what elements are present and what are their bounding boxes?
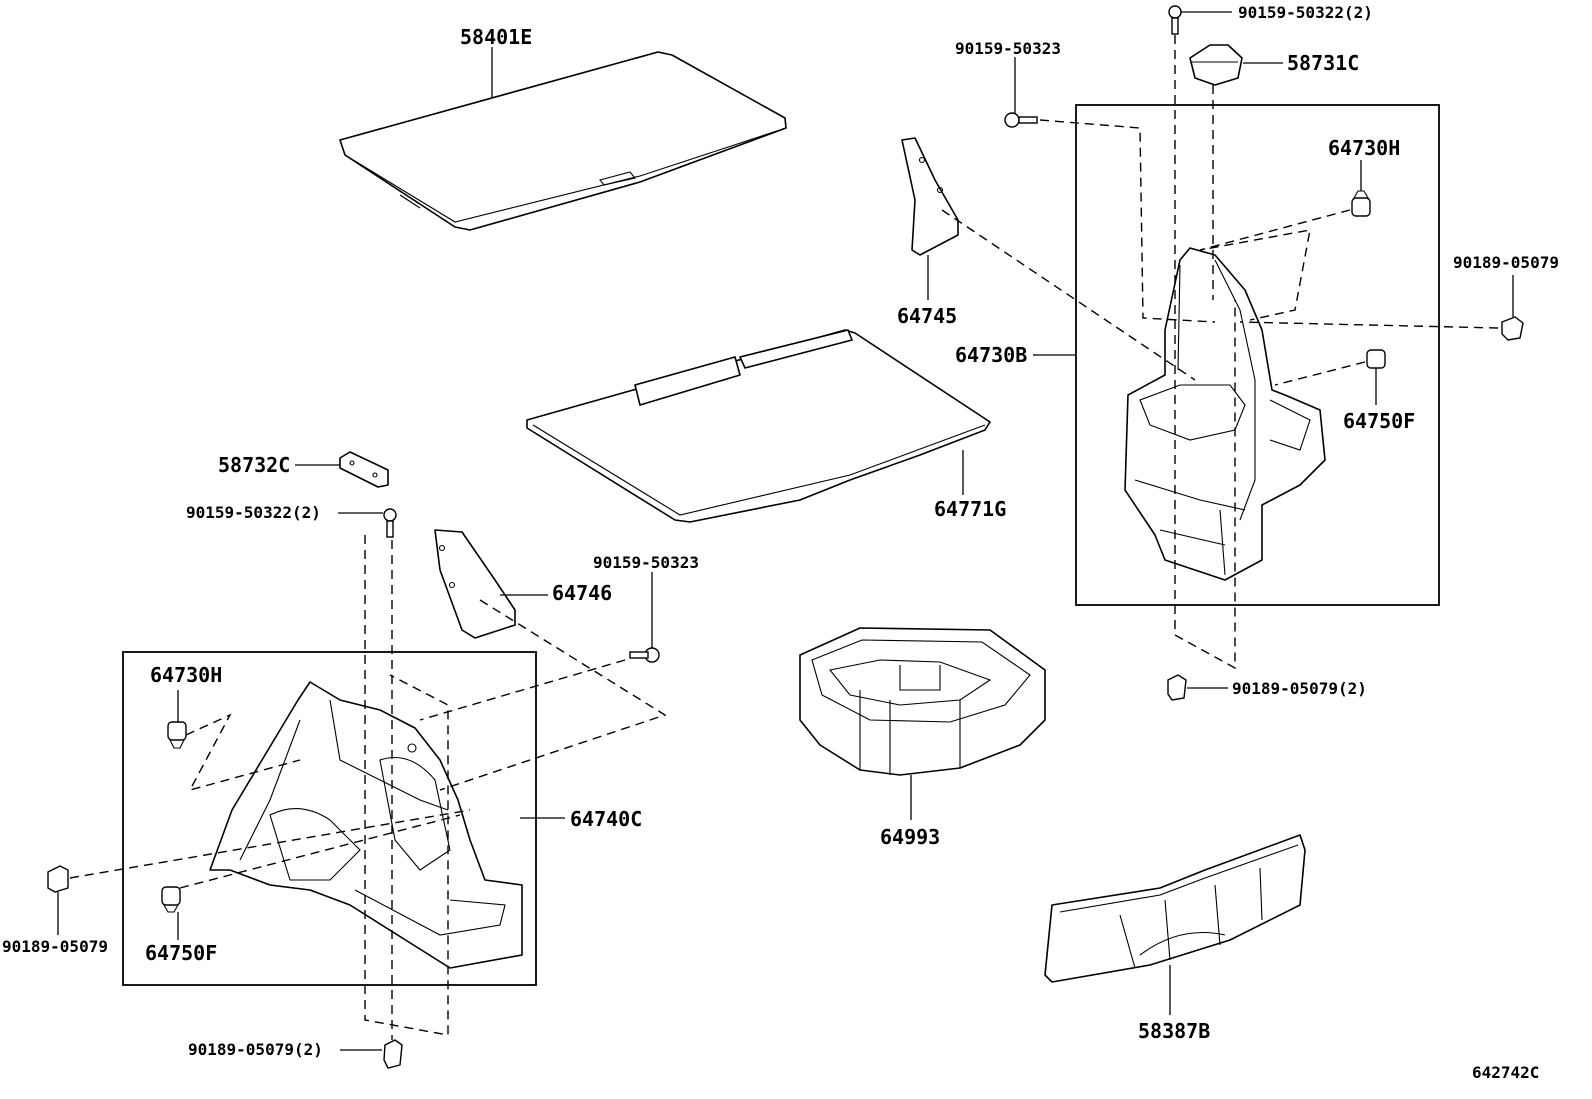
bracket-58732C-part[interactable]	[339, 451, 389, 488]
label-90189-05079-2-bottom: 90189-05079(2)	[188, 1040, 323, 1059]
label-90189-05079-2-right: 90189-05079(2)	[1232, 679, 1367, 698]
pushclip-90189-05079-right[interactable]	[1501, 316, 1524, 341]
clip-64730H-left[interactable]	[167, 721, 187, 749]
clip-64750F-left[interactable]	[161, 886, 181, 913]
label-58732C: 58732C	[218, 453, 290, 477]
tonneau-cover-part[interactable]	[339, 51, 787, 231]
retainer-64746-part[interactable]	[434, 529, 516, 639]
right-dashed-guides	[941, 35, 1499, 670]
figure-code: 642742C	[1472, 1063, 1539, 1082]
clip-64730H-right[interactable]	[1351, 190, 1371, 217]
label-64745: 64745	[897, 304, 957, 328]
left-side-trim-part[interactable]	[209, 681, 523, 969]
label-58387B: 58387B	[1138, 1019, 1210, 1043]
deck-board-part[interactable]	[526, 329, 991, 523]
tire-tray-part[interactable]	[799, 627, 1046, 776]
pushclip-90189-05079-bottom[interactable]	[383, 1039, 403, 1069]
pushclip-90189-05079-left[interactable]	[47, 865, 69, 893]
screw-90159-50323-top[interactable]	[1004, 112, 1038, 128]
cover-58731C-part[interactable]	[1189, 44, 1243, 86]
label-64993: 64993	[880, 825, 940, 849]
rear-trim-panel-part[interactable]	[1044, 834, 1306, 983]
screw-90159-50322-top[interactable]	[1168, 5, 1182, 35]
label-90189-05079-right: 90189-05079	[1453, 253, 1559, 272]
screw-90159-50322-left[interactable]	[383, 508, 397, 538]
label-64730B: 64730B	[955, 343, 1027, 367]
screw-90159-50323-mid[interactable]	[629, 647, 660, 663]
label-90159-50322-2-left: 90159-50322(2)	[186, 503, 321, 522]
label-90159-50322-2-top: 90159-50322(2)	[1238, 3, 1373, 22]
part-labels: 58401E 90159-50322(2) 90159-50323 58731C…	[2, 3, 1559, 1082]
left-dashed-guides	[69, 535, 667, 1040]
pushclip-90189-05079-right-lower[interactable]	[1167, 674, 1187, 701]
label-64746: 64746	[552, 581, 612, 605]
label-64750F-left: 64750F	[145, 941, 217, 965]
label-64771G: 64771G	[934, 497, 1006, 521]
label-58731C: 58731C	[1287, 51, 1359, 75]
label-64740C: 64740C	[570, 807, 642, 831]
label-90189-05079-left: 90189-05079	[2, 937, 108, 956]
label-90159-50323-top: 90159-50323	[955, 39, 1061, 58]
label-90159-50323-mid: 90159-50323	[593, 553, 699, 572]
clip-64750F-right[interactable]	[1366, 349, 1386, 369]
label-64750F-right: 64750F	[1343, 409, 1415, 433]
label-64730H-left: 64730H	[150, 663, 222, 687]
label-58401E: 58401E	[460, 25, 532, 49]
label-64730H-right: 64730H	[1328, 136, 1400, 160]
retainer-64745-part[interactable]	[901, 137, 959, 256]
right-side-trim-part[interactable]	[1124, 247, 1326, 581]
